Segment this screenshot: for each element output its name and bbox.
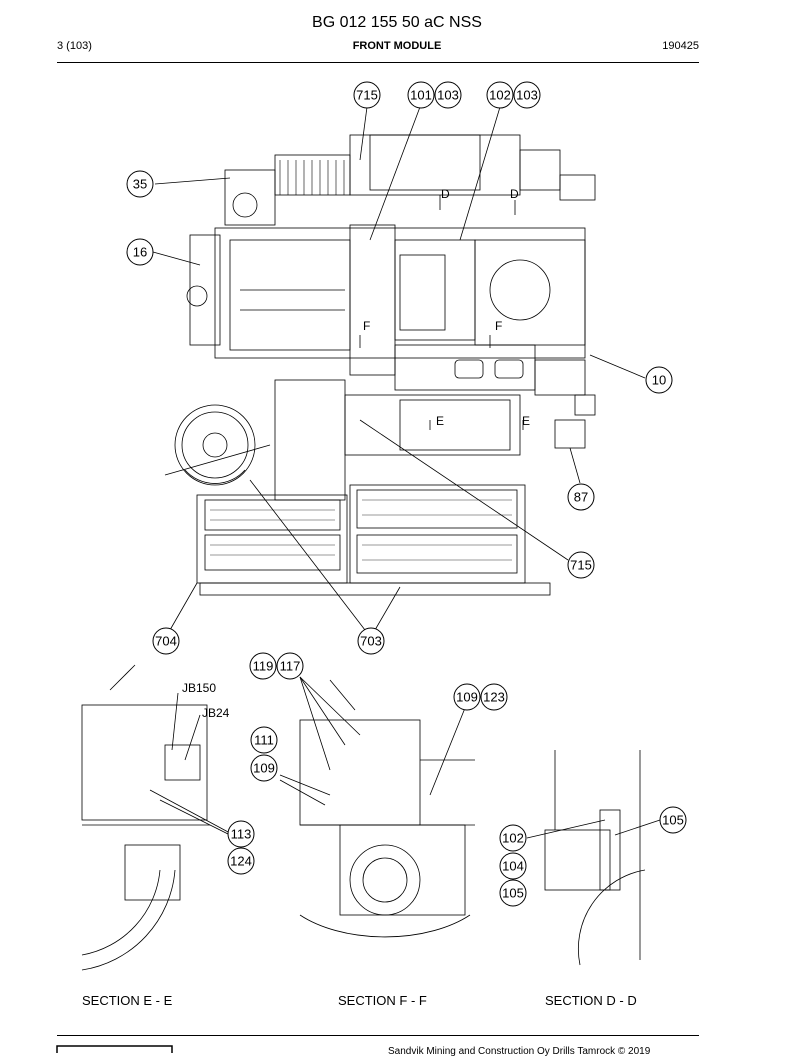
section-f-f-label: SECTION F - F: [338, 993, 427, 1008]
cut-marker-f-left: F: [363, 319, 370, 333]
revision-date: 190425: [662, 40, 699, 52]
svg-text:109: 109: [253, 761, 275, 776]
callout-117: 117: [276, 652, 304, 680]
cut-marker-d-left: D: [441, 187, 450, 201]
svg-text:87: 87: [574, 490, 588, 505]
svg-text:117: 117: [280, 659, 301, 674]
callout-109-a: 109: [453, 683, 481, 711]
cut-marker-e-right: E: [522, 414, 530, 428]
svg-text:102: 102: [502, 831, 524, 846]
svg-text:704: 704: [155, 634, 177, 649]
svg-text:10: 10: [652, 373, 666, 388]
svg-text:119: 119: [253, 659, 274, 674]
callout-87: 87: [567, 483, 595, 511]
callout-103-a: 103: [434, 81, 462, 109]
section-d-d-view: [526, 750, 661, 966]
section-heading: FRONT MODULE: [352, 40, 442, 52]
callout-703: 703: [357, 627, 385, 655]
svg-text:124: 124: [230, 854, 252, 869]
cut-marker-e-left: E: [436, 414, 444, 428]
svg-text:16: 16: [133, 245, 147, 260]
footer-rule: [57, 1035, 699, 1036]
cut-marker-f-right: F: [495, 319, 502, 333]
callout-105-a: 105: [499, 879, 527, 907]
callout-103-b: 103: [513, 81, 541, 109]
callout-104: 104: [499, 852, 527, 880]
svg-text:105: 105: [662, 813, 684, 828]
tag-jb24: JB24: [202, 706, 230, 720]
callout-715-top: 715: [353, 81, 381, 109]
svg-text:103: 103: [516, 88, 538, 103]
callout-102-bottom: 102: [499, 824, 527, 852]
callout-715-bottom: 715: [567, 551, 595, 579]
svg-text:102: 102: [489, 88, 511, 103]
svg-text:123: 123: [483, 690, 505, 705]
copyright-notice: Sandvik Mining and Construction Oy Drill…: [388, 1046, 651, 1057]
callout-124: 124: [227, 847, 255, 875]
svg-text:101: 101: [410, 88, 432, 103]
callout-10: 10: [645, 366, 673, 394]
section-f-f-view: [279, 676, 475, 938]
svg-text:111: 111: [254, 733, 274, 748]
svg-text:113: 113: [231, 827, 252, 842]
svg-text:105: 105: [502, 886, 524, 901]
svg-text:35: 35: [133, 177, 147, 192]
callout-102-top: 102: [486, 81, 514, 109]
page-number: 3 (103): [57, 40, 92, 52]
callout-111: 111: [250, 726, 278, 754]
callout-35: 35: [126, 170, 154, 198]
section-e-e-label: SECTION E - E: [82, 993, 173, 1008]
callout-123: 123: [480, 683, 508, 711]
callout-704: 704: [152, 627, 180, 655]
header-rule: [57, 62, 699, 63]
callout-101: 101: [407, 81, 435, 109]
svg-text:715: 715: [570, 558, 592, 573]
callout-16: 16: [126, 238, 154, 266]
tag-jb150: JB150: [182, 681, 216, 695]
front-module-plan-view: [152, 106, 646, 631]
svg-text:703: 703: [360, 634, 382, 649]
cut-marker-d-right: D: [510, 187, 519, 201]
svg-text:715: 715: [356, 88, 378, 103]
section-e-e-view: [81, 664, 231, 971]
svg-text:109: 109: [456, 690, 478, 705]
callout-119: 119: [249, 652, 277, 680]
callout-109-b: 109: [250, 754, 278, 782]
callout-105-b: 105: [659, 806, 687, 834]
section-d-d-label: SECTION D - D: [545, 993, 637, 1008]
svg-text:103: 103: [437, 88, 459, 103]
callout-113: 113: [227, 820, 255, 848]
svg-text:104: 104: [502, 859, 524, 874]
document-title: BG 012 155 50 aC NSS: [312, 14, 482, 31]
